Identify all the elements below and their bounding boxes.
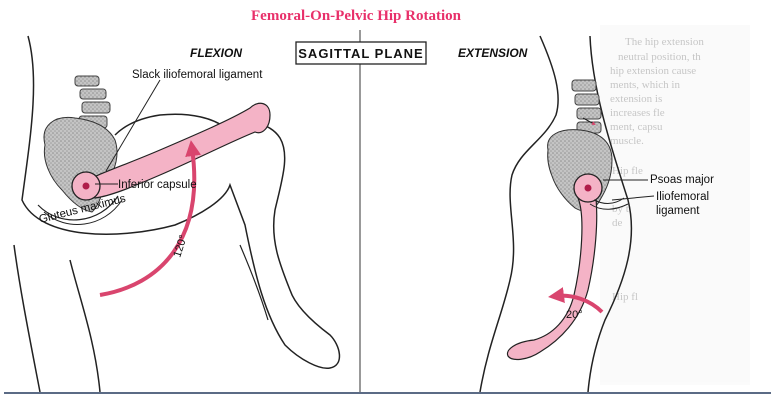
- flexion-heading: FLEXION: [190, 46, 242, 60]
- svg-text:muscle.: muscle.: [610, 135, 644, 147]
- label-slack-iliofemoral-ligament: Slack iliofemoral ligament: [132, 69, 263, 81]
- svg-text:hip extension cause: hip extension cause: [610, 65, 696, 77]
- flexion-panel: FLEXION Slack iliofemoral ligament Infer…: [14, 36, 339, 392]
- svg-text:increases fle: increases fle: [610, 107, 665, 119]
- flexion-angle: 120°: [171, 234, 189, 259]
- label-inferior-capsule: Inferior capsule: [118, 179, 197, 191]
- extension-angle: 20°: [566, 309, 583, 321]
- label-iliofemoral-line1: Iliofemoral: [656, 191, 709, 203]
- svg-text:ments, which in: ments, which in: [610, 79, 680, 91]
- plane-label: SAGITTAL PLANE: [298, 46, 423, 61]
- svg-text:extension is: extension is: [610, 93, 662, 105]
- flexion-axis-dot: [83, 183, 90, 190]
- svg-text:ment, capsu: ment, capsu: [610, 121, 663, 133]
- svg-text:neutral position, th: neutral position, th: [618, 51, 701, 63]
- label-iliofemoral-line2: ligament: [656, 205, 700, 217]
- bottom-rule: [4, 392, 771, 394]
- svg-text:The hip extension: The hip extension: [625, 36, 704, 48]
- extension-axis-dot: [585, 185, 592, 192]
- extension-heading: EXTENSION: [458, 46, 528, 60]
- svg-text:Hip fle: Hip fle: [612, 165, 643, 177]
- extension-femur: [507, 198, 596, 359]
- label-psoas-major: Psoas major: [650, 174, 714, 186]
- svg-text:de: de: [612, 217, 623, 229]
- flexion-body-outline: [22, 36, 339, 368]
